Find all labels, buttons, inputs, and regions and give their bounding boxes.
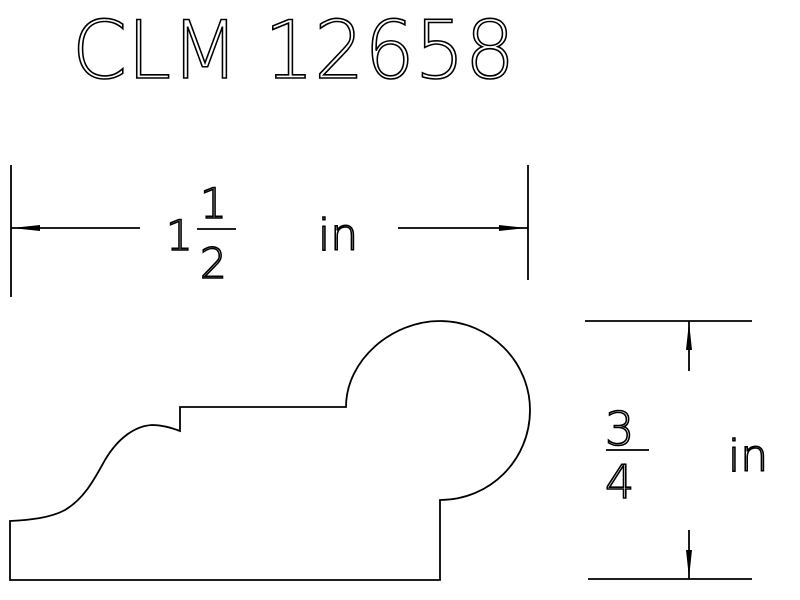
arrow-down-icon (686, 550, 692, 578)
width-denominator: 2 (200, 239, 227, 288)
height-dimension: 3 4 in (585, 320, 769, 580)
height-numerator: 3 (605, 402, 634, 456)
width-whole: 1 (166, 211, 193, 260)
arrow-left-icon (12, 225, 40, 231)
width-dimension: 1 1 2 in (10, 165, 529, 297)
molding-profile-outline (9, 320, 531, 581)
height-denominator: 4 (605, 455, 634, 509)
part-number-title: CLM 12658 (72, 4, 515, 97)
height-unit: in (728, 431, 768, 482)
width-unit: in (318, 210, 358, 261)
width-numerator: 1 (200, 179, 227, 228)
arrow-right-icon (499, 225, 527, 231)
arrow-up-icon (686, 322, 692, 350)
